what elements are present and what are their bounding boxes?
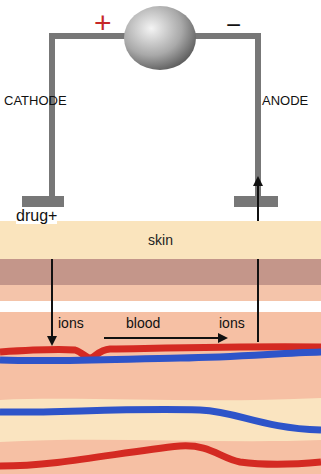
artery [0,446,321,466]
band-label: skin [148,232,173,248]
blood-flow-arrow [104,337,226,339]
drug-label: drug+ [16,208,57,224]
fat-band [0,398,321,442]
vein [0,352,321,361]
flow-label: ions [58,316,84,330]
flow-label: ions [219,316,245,330]
polarity-sign: + [94,8,112,38]
skin-band: skin [0,221,321,259]
electrode-label: CATHODE [4,94,67,107]
wire [52,36,125,198]
electrode-label: ANODE [262,94,308,107]
dermis-band [0,259,321,285]
vein [0,410,321,430]
electrode-plate [22,196,64,207]
ion-arrow [257,178,259,342]
tissue [0,312,321,474]
polarity-sign: − [226,12,241,38]
flow-label: blood [126,316,160,330]
electrode-plate [234,196,278,207]
subdermis-band [0,285,321,301]
battery [124,6,196,70]
wire [195,36,258,198]
